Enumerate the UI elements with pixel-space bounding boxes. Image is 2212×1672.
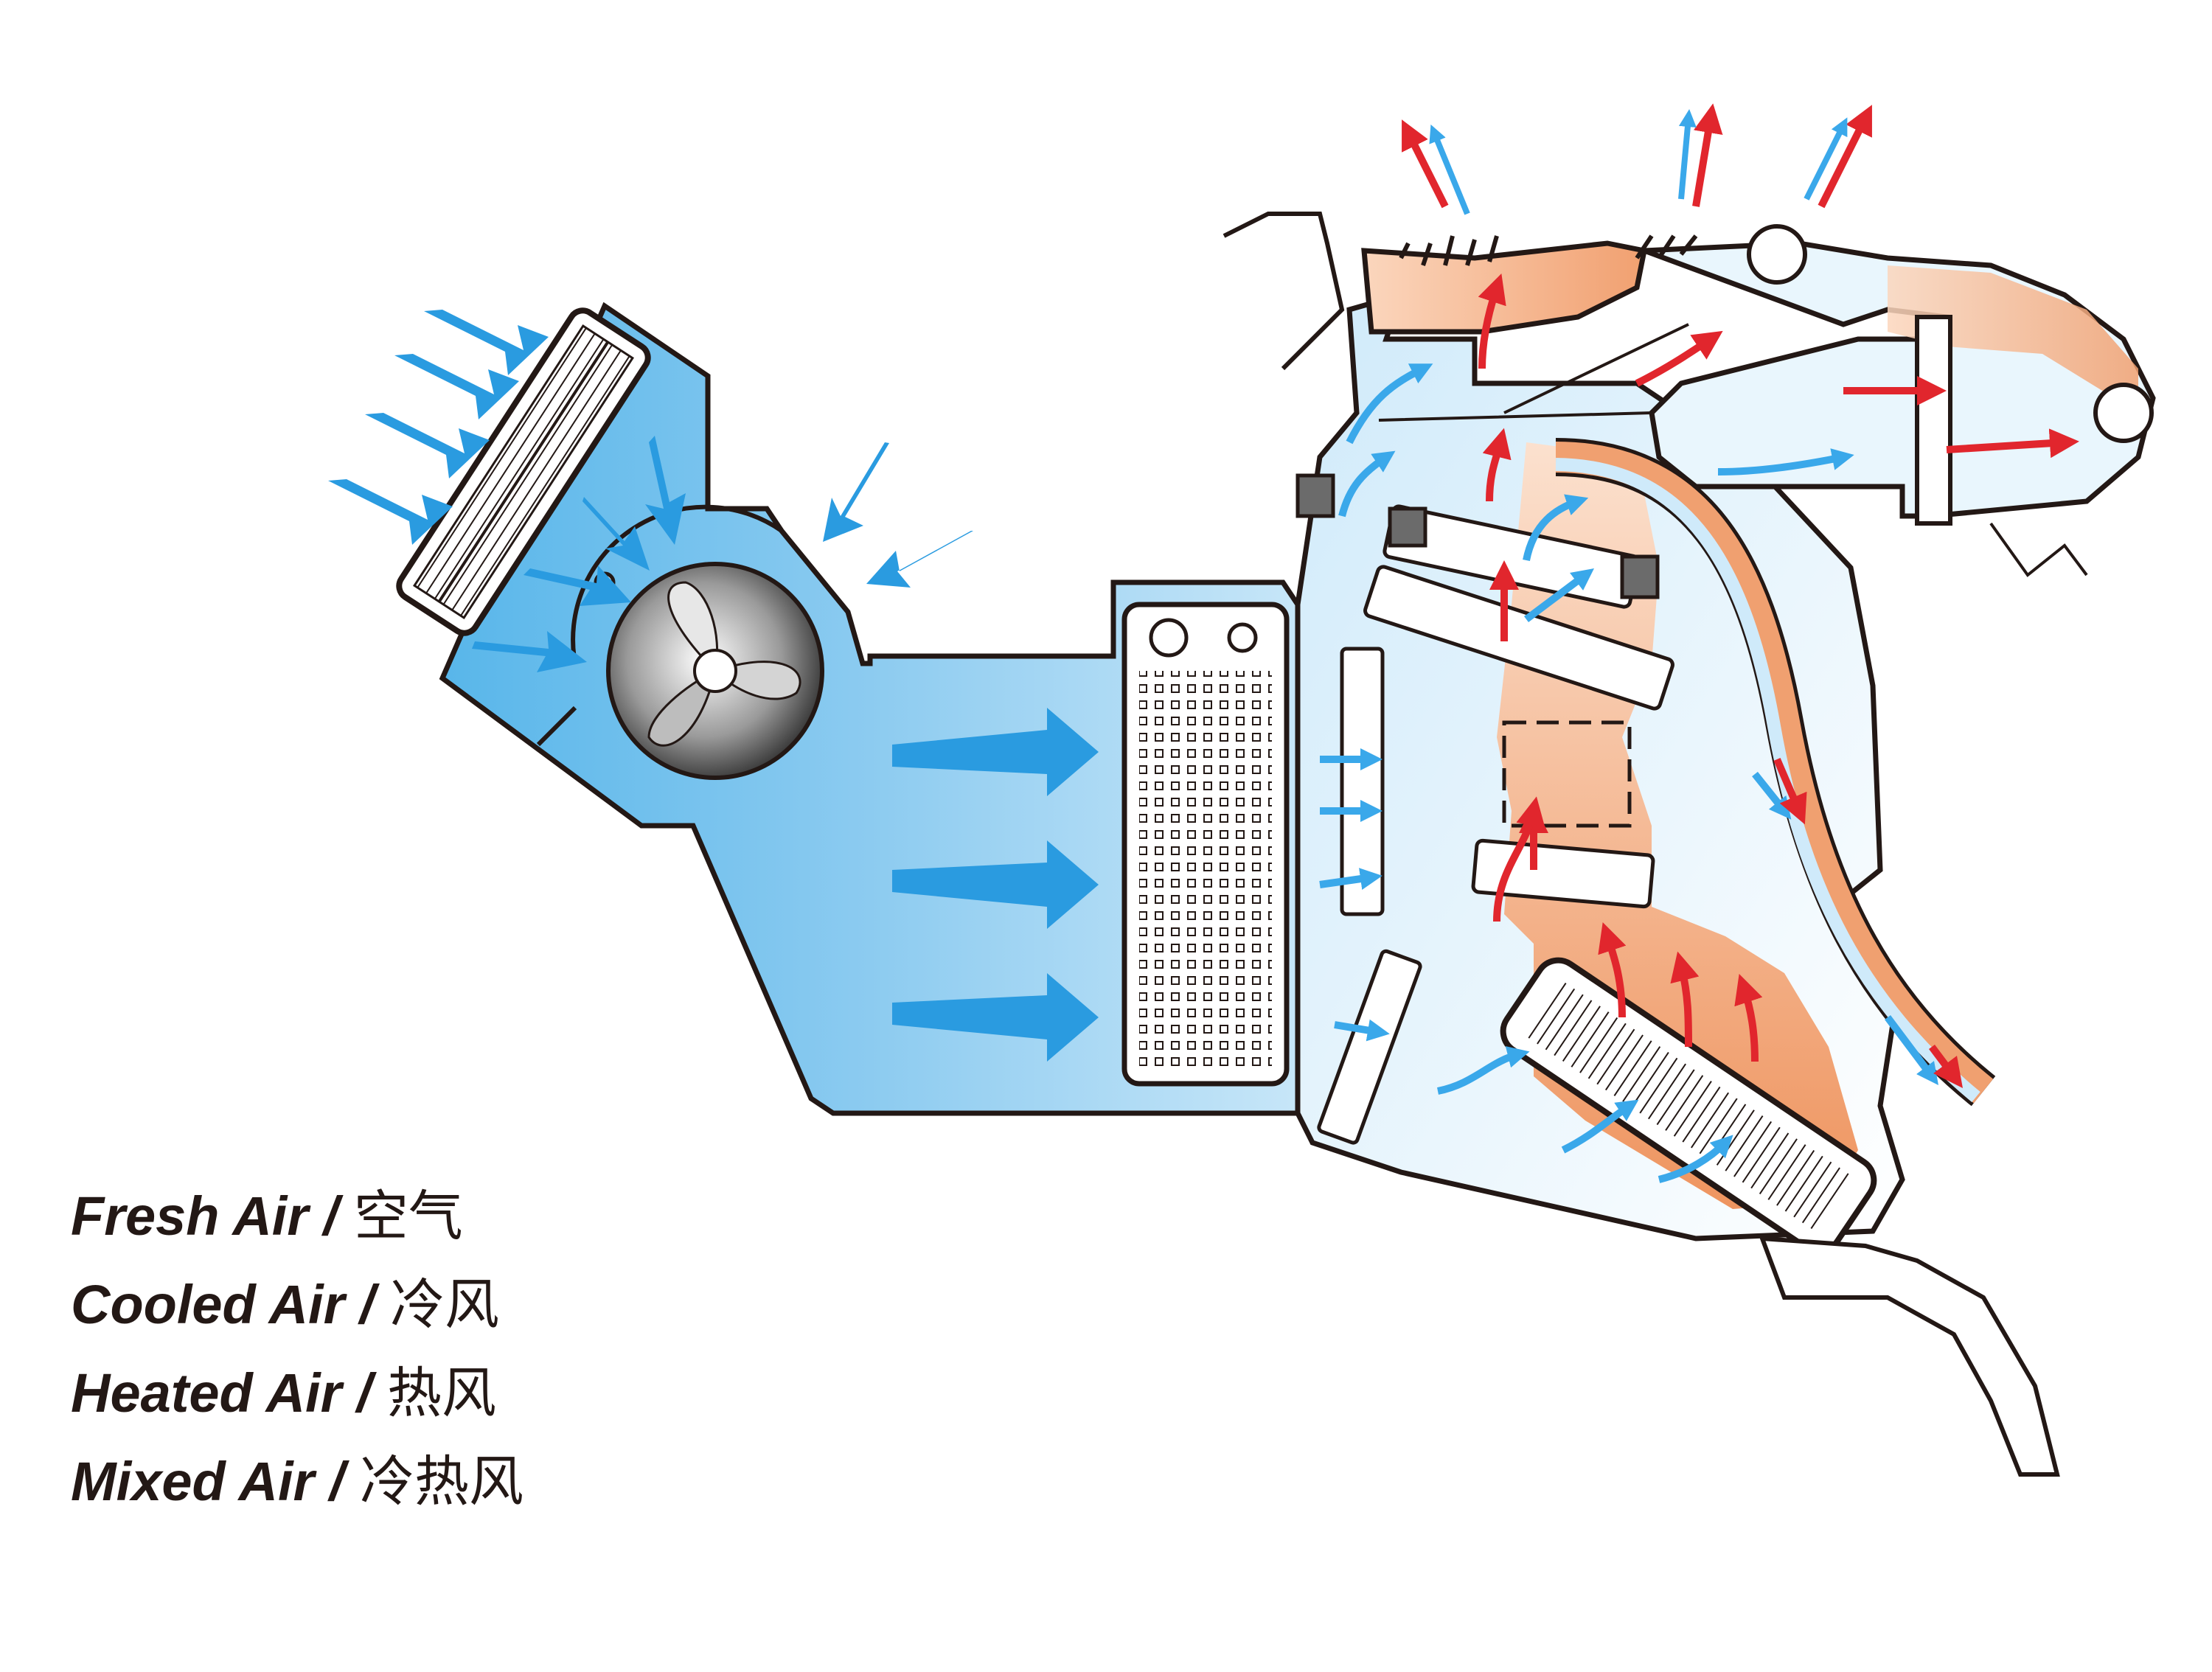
defrost-vent-slats bbox=[1399, 234, 1698, 266]
defrost-chamber bbox=[1361, 240, 1648, 335]
legend-mixed-air-cn: 冷热风 bbox=[360, 1450, 524, 1513]
legend-cooled-air-en: Cooled Air / bbox=[71, 1274, 375, 1335]
evaporator-icon bbox=[1121, 602, 1290, 1087]
legend-heated-air-cn: 热风 bbox=[387, 1362, 497, 1425]
air-filter-icon bbox=[396, 307, 651, 636]
cooled-air-small-arrows bbox=[1319, 363, 1938, 1183]
dash-line-right bbox=[1989, 522, 2088, 577]
dashboard-outline bbox=[1222, 212, 1345, 371]
legend-cooled-air: Cooled Air / 冷风 bbox=[71, 1261, 524, 1349]
heater-core-icon bbox=[1500, 957, 1877, 1255]
legend-fresh-air-cn: 空气 bbox=[353, 1185, 463, 1248]
fresh-air-arrows bbox=[328, 310, 973, 588]
legend-fresh-air: Fresh Air / 空气 bbox=[71, 1172, 524, 1261]
legend-heated-air-en: Heated Air / bbox=[71, 1362, 372, 1424]
mix-chamber-outline bbox=[1502, 720, 1632, 828]
heated-air-arrows bbox=[1478, 274, 2079, 1088]
legend-mixed-air-en: Mixed Air / bbox=[71, 1451, 345, 1512]
vent-icon bbox=[1747, 224, 2154, 526]
inner-fresh-arrows bbox=[472, 436, 686, 672]
legend-heated-air: Heated Air / 热风 bbox=[71, 1349, 524, 1438]
outlet-arrows bbox=[1402, 103, 1872, 215]
legend: Fresh Air / 空气 Cooled Air / 冷风 Heated Ai… bbox=[71, 1172, 524, 1526]
legend-mixed-air: Mixed Air / 冷热风 bbox=[71, 1438, 524, 1526]
cooled-air-arrows bbox=[892, 708, 1099, 1062]
legend-cooled-air-cn: 冷风 bbox=[390, 1273, 500, 1337]
drain-pipe bbox=[1759, 1236, 2060, 1477]
legend-fresh-air-en: Fresh Air / bbox=[71, 1185, 339, 1247]
